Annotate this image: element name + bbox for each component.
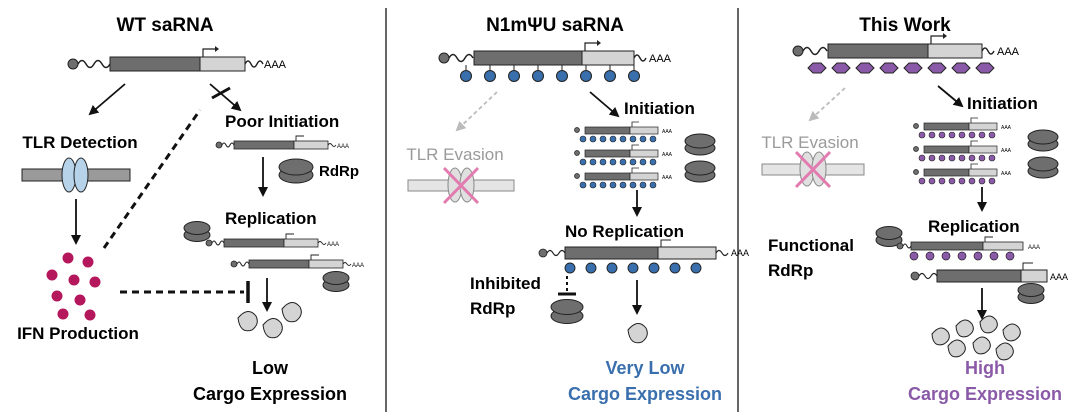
panel2-outcome-line2: Cargo Expression: [568, 384, 722, 404]
replication-rna-p3-1: AAA: [896, 236, 1040, 261]
arrow-to-tlr: [88, 83, 126, 116]
panel1-title: WT saRNA: [116, 15, 213, 36]
no-replication-label: No Replication: [565, 222, 684, 241]
replication-enzyme-p3-bottom: [1017, 283, 1045, 304]
tlr-receptor-evaded-p3: [761, 150, 865, 189]
ifn-production-label: IFN Production: [17, 324, 139, 343]
small-rna-p3-2: AAA: [913, 140, 1012, 162]
small-rna-poor-init: AAA: [215, 135, 349, 150]
this-work-saRNA-construct: AAA: [792, 33, 1020, 59]
small-rna-p3-1: AAA: [913, 117, 1012, 139]
ifn-inhibit-dashed-diagonal: [102, 109, 202, 249]
poly-a-tail-p2c: AAA: [662, 175, 673, 181]
poly-a-tail-small: AAA: [337, 144, 349, 150]
small-rna-p2-2: AAA: [574, 144, 673, 166]
wt-saRNA-construct: AAA: [67, 46, 287, 72]
tlr-detection-label: TLR Detection: [22, 133, 137, 152]
modified-nucleotides-purple: [807, 62, 995, 74]
rdrp-enzymes-p3: [1027, 129, 1059, 179]
cargo-protein-p2: [627, 323, 648, 344]
cargo-proteins-p3: [931, 315, 1021, 361]
small-rna-p2-1: AAA: [574, 121, 673, 143]
initiation-label-p2: Initiation: [624, 99, 695, 118]
tlr-evasion-label-p3: TLR Evasion: [761, 133, 858, 152]
panel2-outcome-line1: Very Low: [605, 358, 685, 378]
replication-enzyme-top: [183, 221, 211, 242]
poly-a-tail-p3e: AAA: [1050, 272, 1068, 282]
poly-a-tail-p3: AAA: [997, 46, 1020, 58]
replication-rna-p3-2: AAA: [910, 262, 1068, 283]
functional-label-line2: RdRp: [768, 261, 813, 280]
rdrp-enzymes-p2: [684, 133, 716, 183]
poly-a-tail-p2b: AAA: [662, 152, 673, 158]
small-rna-p2-3: AAA: [574, 167, 673, 189]
tlr-receptor-evaded-p2: [407, 166, 515, 205]
arrow-to-evasion: [455, 91, 498, 132]
panel-n1m-saRNA: N1mΨU saRNA AAA TLR Evasion: [406, 15, 749, 404]
panel-this-work: This Work AAA TLR Evasion: [761, 15, 1068, 404]
inhibit-bar-initiation: [211, 86, 231, 100]
arrow-to-initiation-p2: [589, 91, 620, 118]
cargo-proteins: [237, 302, 302, 339]
replication-enzyme-p3-top: [875, 226, 903, 247]
panel1-outcome-line2: Cargo Expression: [193, 384, 347, 404]
panel-wt-saRNA: WT saRNA AAA TLR Detection: [17, 15, 364, 404]
poly-a-tail-p2d: AAA: [731, 248, 749, 258]
poly-a-tail-rep2: AAA: [352, 263, 364, 269]
panel3-outcome-line1: High: [965, 358, 1005, 378]
replication-rna-2: AAA: [230, 254, 364, 269]
inhibited-label-line2: RdRp: [470, 299, 515, 318]
ifn-molecules: [46, 252, 101, 321]
functional-label-line1: Functional: [768, 236, 854, 255]
panel3-outcome-line2: Cargo Expression: [908, 384, 1062, 404]
replication-label: Replication: [225, 209, 317, 228]
poly-a-tail-rep1: AAA: [327, 242, 339, 248]
tlr-evasion-label-p2: TLR Evasion: [406, 145, 503, 164]
arrow-to-initiation: [209, 83, 242, 112]
replication-enzyme-bottom: [322, 271, 350, 292]
initiation-label-p3: Initiation: [967, 94, 1038, 113]
poly-a-tail-p2: AAA: [649, 53, 672, 65]
tlr-receptor: [21, 157, 131, 193]
poly-a-tail-p3b: AAA: [1001, 148, 1012, 154]
poly-a-tail-p3c: AAA: [1001, 171, 1012, 177]
panel1-outcome-line1: Low: [252, 358, 289, 378]
small-rna-p3-3: AAA: [913, 163, 1012, 185]
n1m-saRNA-construct: AAA: [438, 40, 672, 66]
replication-label-p3: Replication: [928, 217, 1020, 236]
replication-rna-1: AAA: [205, 233, 339, 248]
poly-a-tail-p2a: AAA: [662, 129, 673, 135]
inhibited-label-line1: Inhibited: [470, 274, 541, 293]
panel2-title: N1mΨU saRNA: [486, 15, 624, 36]
poly-a-tail-p3a: AAA: [1001, 125, 1012, 131]
rna-p2-bound: AAA: [538, 239, 749, 274]
rdrp-label: RdRp: [319, 163, 359, 180]
panel3-title: This Work: [859, 15, 951, 36]
poly-a-tail-p3d: AAA: [1028, 245, 1040, 251]
arrow-to-initiation-p3: [937, 85, 964, 108]
poly-a-tail: AAA: [264, 59, 287, 71]
rdrp-enzyme: [278, 158, 314, 184]
inhibited-rdrp: [550, 299, 584, 324]
poor-initiation-label: Poor Initiation: [225, 112, 339, 131]
arrow-to-evasion-p3: [808, 87, 846, 122]
modified-nucleotides-blue: [460, 65, 640, 82]
